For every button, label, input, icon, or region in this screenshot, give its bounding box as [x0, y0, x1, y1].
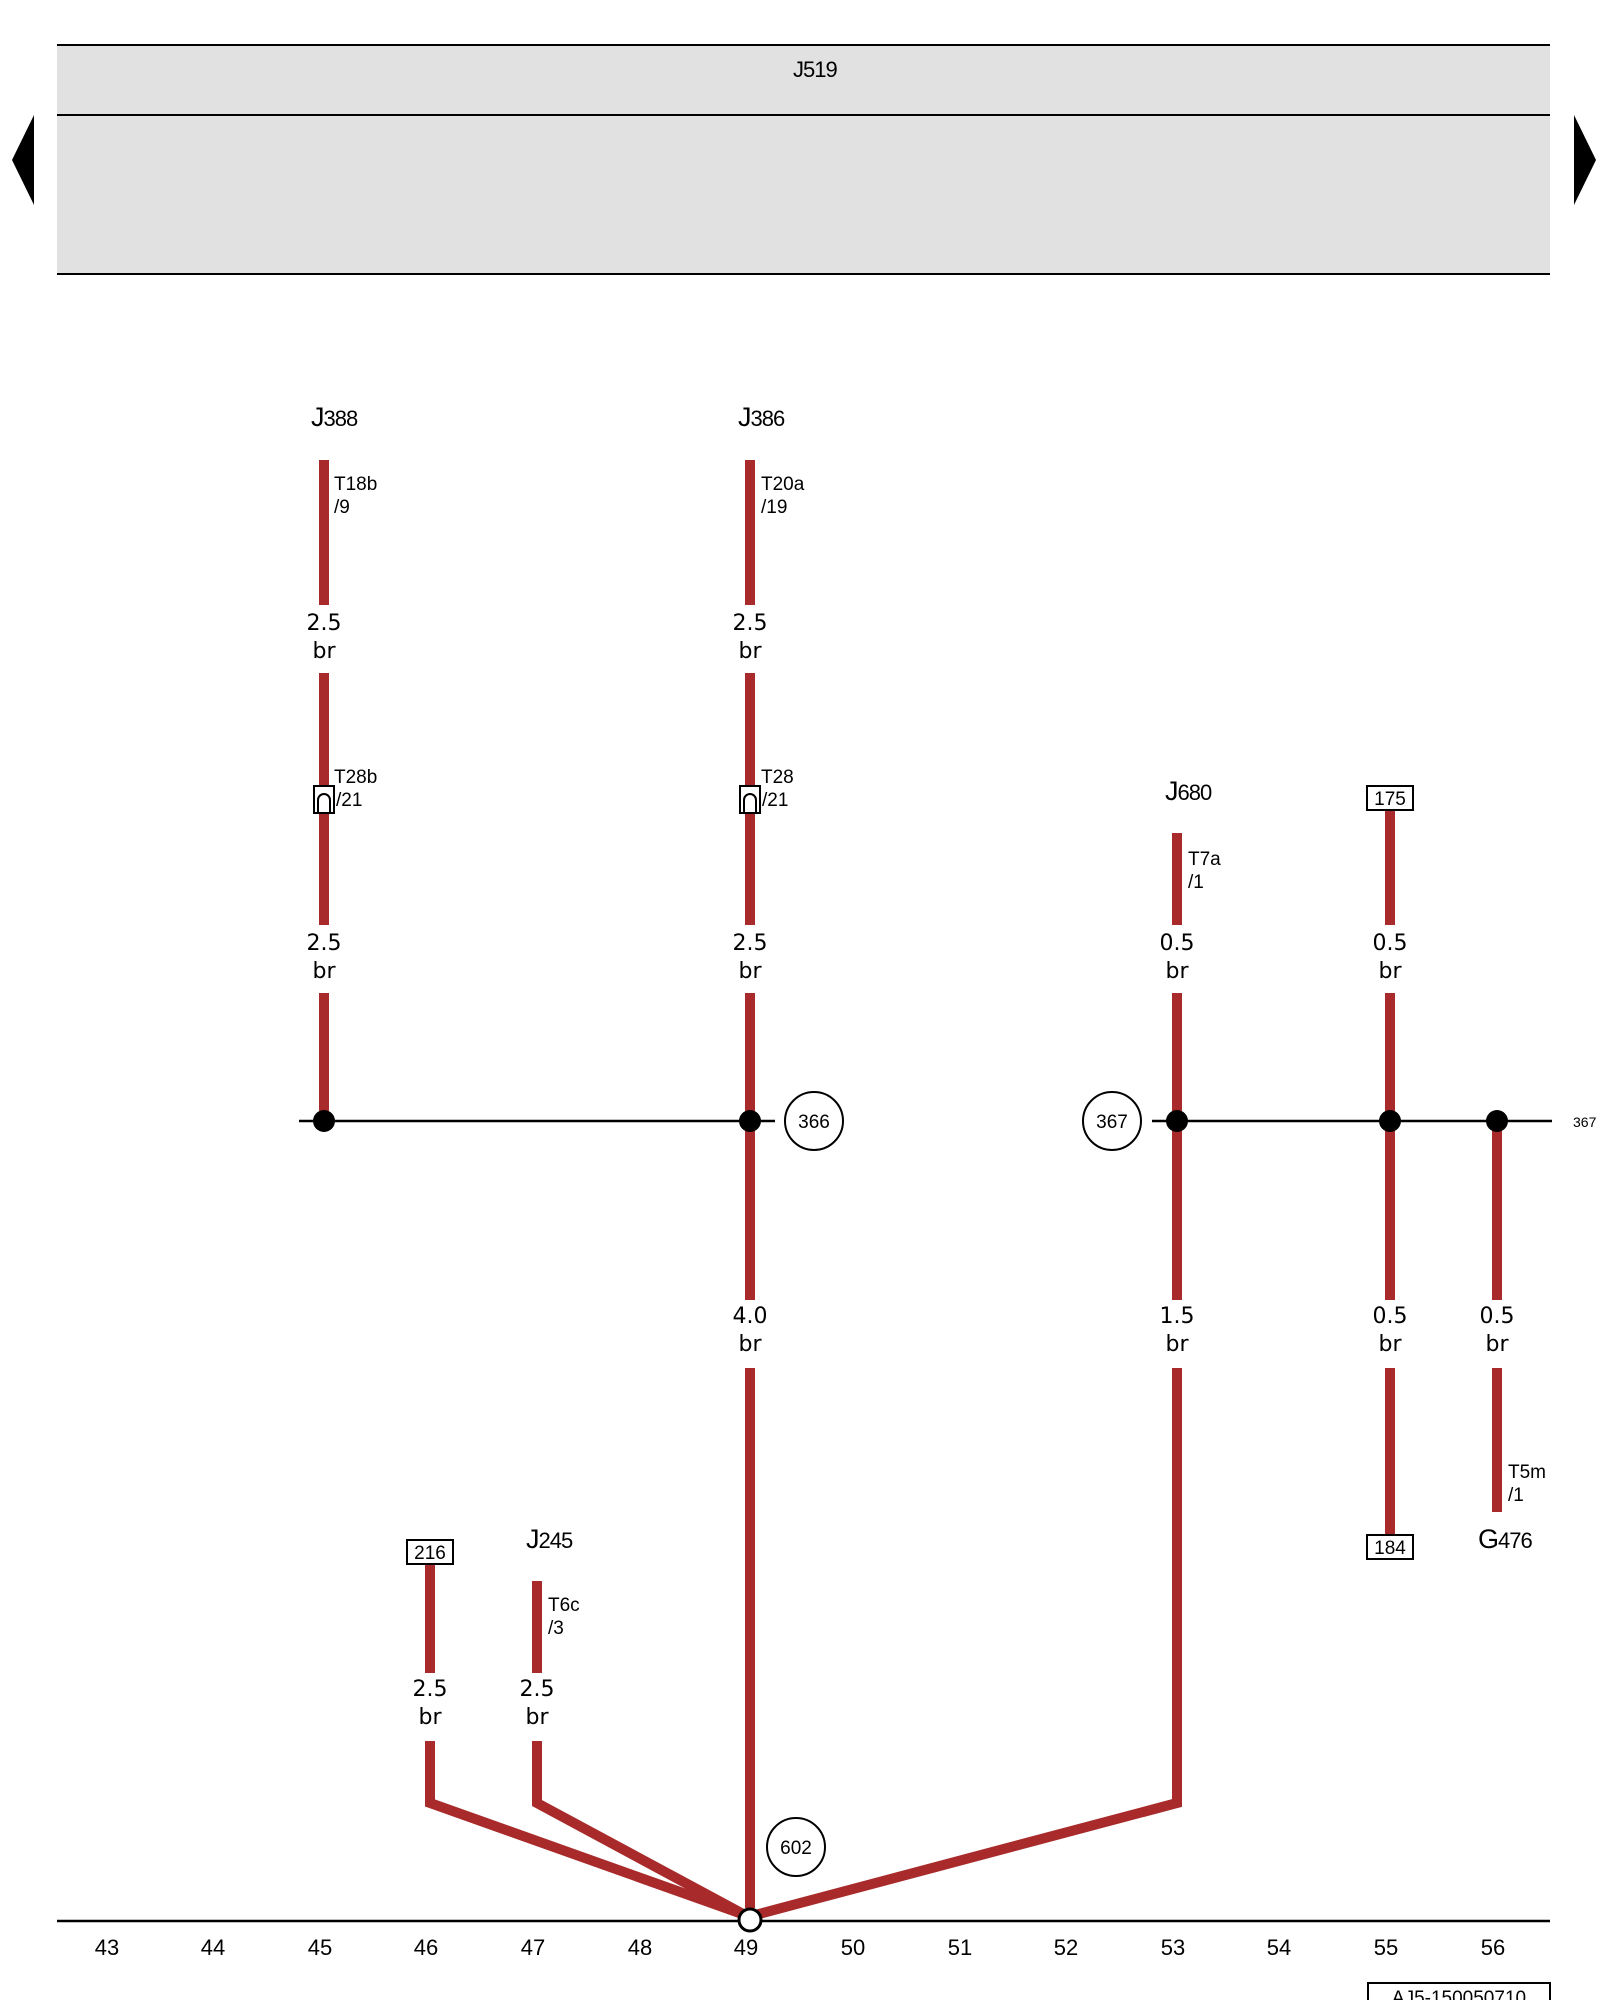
connection-circle-366: [784, 1091, 844, 1151]
wire-size-label: 2.5: [733, 611, 768, 636]
column-number: 44: [201, 1935, 225, 1960]
wire-color-label: br: [1165, 959, 1189, 984]
column-number: 52: [1054, 1935, 1078, 1960]
reference-box-175[interactable]: [1366, 785, 1414, 811]
pin-number-t20a: /19: [761, 497, 787, 518]
wire-j245-ground: [532, 1741, 748, 1920]
column-numbers: 43 44 45 46 47 48 49 50 51 52 53 54 55 5…: [95, 1935, 1505, 1960]
column-number: 50: [841, 1935, 865, 1960]
pin-number-t7a: /1: [1188, 872, 1204, 893]
wire-size-label: 4.0: [733, 1304, 768, 1329]
wire-size-label: 0.5: [1160, 931, 1195, 956]
connection-circle-367: [1082, 1091, 1142, 1151]
diagram-code-box: [1367, 1982, 1551, 2000]
diagram-code: AJ5-150050710: [1392, 1988, 1526, 2000]
pin-label-t6c: T6c: [548, 1595, 580, 1616]
column-number: 54: [1267, 1935, 1291, 1960]
wire-color-label: br: [1485, 1332, 1509, 1357]
pin-number-t28b: /21: [336, 790, 362, 811]
pin-label-t20a: T20a: [761, 474, 805, 495]
column-number: 49: [734, 1935, 758, 1960]
pin-label-t7a: T7a: [1188, 849, 1221, 870]
wire-color-label: br: [525, 1705, 549, 1730]
column-number: 53: [1161, 1935, 1185, 1960]
pin-number-t6c: /3: [548, 1618, 564, 1639]
column-number: 45: [308, 1935, 332, 1960]
wire-color-label: br: [418, 1705, 442, 1730]
connection-circle-602: [766, 1817, 826, 1877]
header-title: J519: [793, 57, 837, 82]
connection-label-366: 366: [798, 1112, 830, 1133]
reference-box-216[interactable]: [406, 1539, 454, 1565]
pin-number-t28: /21: [762, 790, 788, 811]
column-number: 47: [521, 1935, 545, 1960]
component-label-g476: G476: [1478, 1524, 1532, 1554]
column-number: 46: [414, 1935, 438, 1960]
junction-dot: [1166, 1110, 1188, 1132]
connector-symbol-t28: [739, 785, 761, 814]
wire-color-label: br: [1378, 1332, 1402, 1357]
header-band: [57, 45, 1550, 274]
column-number: 43: [95, 1935, 119, 1960]
wire-size-label: 2.5: [520, 1677, 555, 1702]
column-number: 55: [1374, 1935, 1398, 1960]
junction-dot: [1486, 1110, 1508, 1132]
wire-color-label: br: [312, 639, 336, 664]
wire-color-label: br: [1378, 959, 1402, 984]
wire-size-label: 2.5: [733, 931, 768, 956]
wire-size-label: 0.5: [1480, 1304, 1515, 1329]
component-label-j680: J680: [1165, 776, 1212, 806]
wire-color-label: br: [738, 639, 762, 664]
next-page-arrow-icon[interactable]: [1574, 115, 1596, 205]
component-label-j388: J388: [311, 402, 358, 432]
wire-color-label: br: [1165, 1332, 1189, 1357]
previous-page-arrow-icon[interactable]: [12, 115, 34, 205]
wire-size-label: 1.5: [1160, 1304, 1195, 1329]
pin-label-t5m: T5m: [1508, 1462, 1546, 1483]
wire-color-label: br: [312, 959, 336, 984]
reference-box-184[interactable]: [1366, 1534, 1414, 1560]
reference-label-216: 216: [414, 1543, 446, 1564]
wire-color-label: br: [738, 1332, 762, 1357]
wire-216-ground: [425, 1741, 747, 1920]
column-number: 51: [948, 1935, 972, 1960]
wire-size-label: 2.5: [307, 611, 342, 636]
connection-ref-367[interactable]: 367: [1573, 1114, 1597, 1130]
pin-label-t28: T28: [761, 767, 794, 788]
component-label-j386: J386: [738, 402, 785, 432]
junction-dot: [739, 1110, 761, 1132]
connection-label-602: 602: [780, 1838, 812, 1859]
column-number: 56: [1481, 1935, 1505, 1960]
component-label-j245: J245: [526, 1524, 573, 1554]
pin-label-t28b: T28b: [334, 767, 377, 788]
wire-color-label: br: [738, 959, 762, 984]
connector-symbol-t28b: [313, 785, 335, 814]
junction-dot: [1379, 1110, 1401, 1132]
wire-size-label: 2.5: [413, 1677, 448, 1702]
wire-j680-ground: [753, 1368, 1182, 1920]
column-number: 48: [628, 1935, 652, 1960]
pin-number-t18b: /9: [334, 497, 350, 518]
wire-size-label: 2.5: [307, 931, 342, 956]
reference-label-175: 175: [1374, 789, 1406, 810]
pin-label-t18b: T18b: [334, 474, 377, 495]
reference-label-184: 184: [1374, 1538, 1406, 1559]
connection-label-367: 367: [1096, 1112, 1128, 1133]
wire-size-label: 0.5: [1373, 1304, 1408, 1329]
wire-size-label: 0.5: [1373, 931, 1408, 956]
pin-number-t5m: /1: [1508, 1485, 1524, 1506]
junction-dot: [313, 1110, 335, 1132]
ground-point-circle: [737, 1907, 763, 1933]
wire-group: [319, 460, 1502, 1920]
